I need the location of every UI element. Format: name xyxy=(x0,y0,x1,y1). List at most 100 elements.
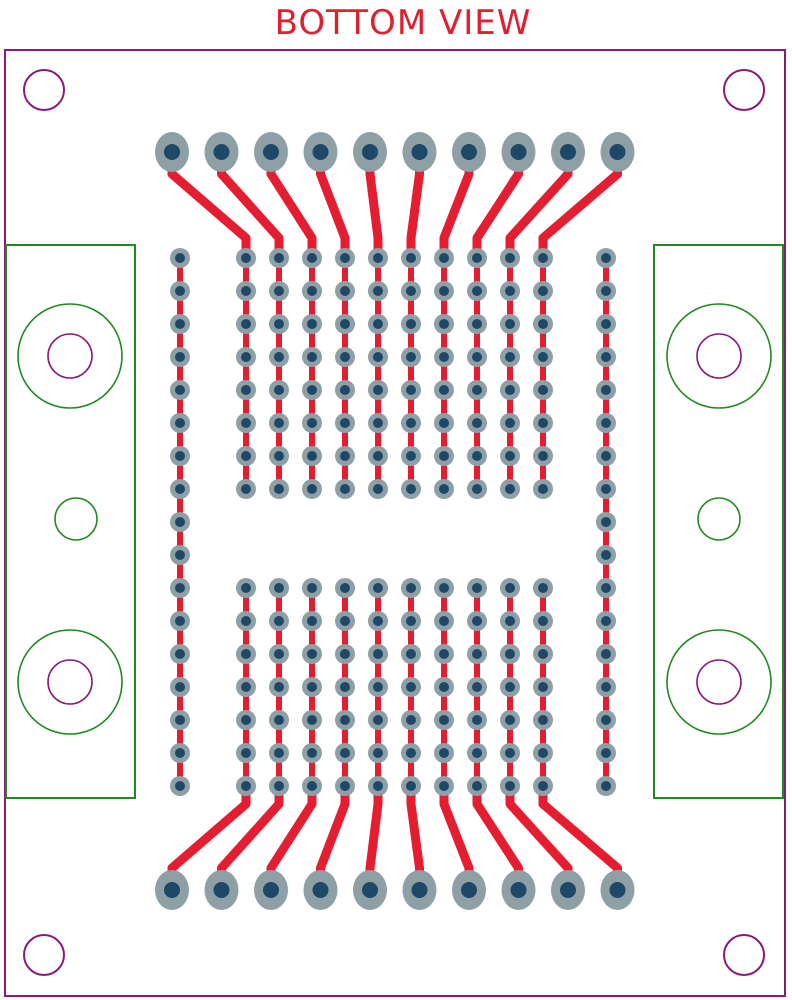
pin-drill xyxy=(538,451,548,461)
pin-drill xyxy=(340,484,350,494)
pin-drill xyxy=(241,682,251,692)
pin-drill xyxy=(241,583,251,593)
pin-drill xyxy=(274,451,284,461)
pin-drill xyxy=(505,484,515,494)
bracket-center-hole xyxy=(697,497,741,541)
pin-drill xyxy=(472,319,482,329)
pin-drill xyxy=(274,484,284,494)
pin-drill xyxy=(175,352,185,362)
pin-drill xyxy=(406,319,416,329)
pin-drill xyxy=(472,616,482,626)
pin-drill xyxy=(406,781,416,791)
pin-drill xyxy=(601,649,611,659)
pin-drill xyxy=(373,583,383,593)
pin-drill xyxy=(373,748,383,758)
pin-drill xyxy=(601,517,611,527)
pin-drill xyxy=(340,385,350,395)
terminal-drill xyxy=(213,144,230,160)
pin-drill xyxy=(274,682,284,692)
pin-drill xyxy=(406,616,416,626)
pin-drill xyxy=(373,451,383,461)
bracket-screw-hole xyxy=(47,333,93,379)
pin-drill xyxy=(505,418,515,428)
pin-drill xyxy=(439,418,449,428)
pin-drill xyxy=(241,352,251,362)
pin-drill xyxy=(175,682,185,692)
pin-drill xyxy=(307,418,317,428)
pin-drill xyxy=(472,781,482,791)
pin-drill xyxy=(274,418,284,428)
pin-drill xyxy=(307,781,317,791)
pin-drill xyxy=(538,286,548,296)
pin-drill xyxy=(439,748,449,758)
pin-drill xyxy=(307,352,317,362)
fanout-trace xyxy=(538,786,622,890)
terminal-drill xyxy=(510,144,527,160)
pin-drill xyxy=(175,286,185,296)
pin-drill xyxy=(307,715,317,725)
pin-drill xyxy=(307,616,317,626)
bracket-center-hole xyxy=(54,497,98,541)
pin-drill xyxy=(175,781,185,791)
pin-drill xyxy=(406,451,416,461)
pin-drill xyxy=(601,484,611,494)
pin-drill xyxy=(439,682,449,692)
pin-drill xyxy=(406,649,416,659)
pin-drill xyxy=(406,715,416,725)
pin-drill xyxy=(175,715,185,725)
fanout-trace xyxy=(538,152,622,258)
pin-drill xyxy=(340,418,350,428)
pin-drill xyxy=(538,715,548,725)
pin-drill xyxy=(241,616,251,626)
terminal-drill xyxy=(609,144,626,160)
pin-drill xyxy=(340,781,350,791)
pin-drill xyxy=(274,616,284,626)
pin-drill xyxy=(307,451,317,461)
pin-drill xyxy=(373,484,383,494)
bracket-boss xyxy=(666,303,772,409)
pin-drill xyxy=(373,352,383,362)
terminal-drill xyxy=(312,144,329,160)
pin-drill xyxy=(439,616,449,626)
bracket-screw-hole xyxy=(696,333,742,379)
pin-drill xyxy=(340,649,350,659)
terminal-drill xyxy=(263,882,279,898)
bracket-boss xyxy=(666,629,772,735)
pin-drill xyxy=(307,682,317,692)
pin-drill xyxy=(175,748,185,758)
terminal-drill xyxy=(164,144,180,160)
pin-drill xyxy=(274,649,284,659)
terminal-drill xyxy=(609,882,626,898)
terminal-drill xyxy=(164,882,180,898)
pin-drill xyxy=(472,748,482,758)
pin-drill xyxy=(406,352,416,362)
pin-drill xyxy=(307,748,317,758)
pin-drill xyxy=(274,385,284,395)
pin-drill xyxy=(340,715,350,725)
pin-drill xyxy=(538,781,548,791)
pin-drill xyxy=(274,715,284,725)
pin-drill xyxy=(601,253,611,263)
pin-drill xyxy=(439,649,449,659)
bracket-boss xyxy=(17,629,123,735)
pin-drill xyxy=(472,352,482,362)
pin-drill xyxy=(439,451,449,461)
pin-drill xyxy=(538,649,548,659)
pin-drill xyxy=(307,319,317,329)
pin-drill xyxy=(472,286,482,296)
pin-drill xyxy=(373,781,383,791)
terminal-drill xyxy=(560,144,576,160)
pin-drill xyxy=(274,352,284,362)
pin-drill xyxy=(175,649,185,659)
pin-drill xyxy=(439,319,449,329)
pin-drill xyxy=(601,583,611,593)
pin-drill xyxy=(472,715,482,725)
pin-drill xyxy=(241,385,251,395)
pin-drill xyxy=(505,583,515,593)
pin-drill xyxy=(241,286,251,296)
pin-drill xyxy=(601,682,611,692)
pin-drill xyxy=(307,649,317,659)
pin-drill xyxy=(538,748,548,758)
pads-layer xyxy=(155,132,635,910)
